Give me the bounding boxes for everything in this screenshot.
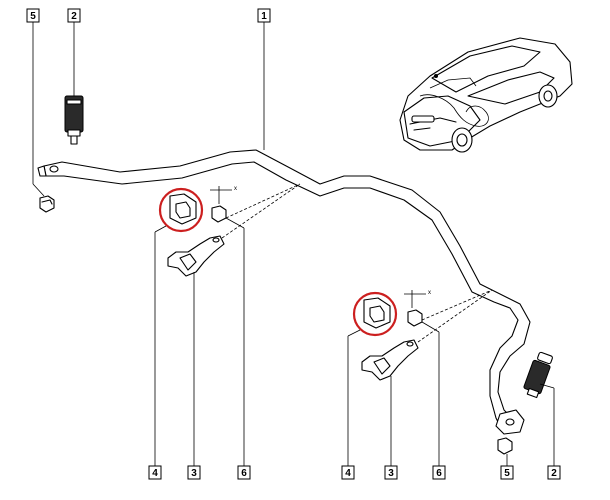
callout-6-left: 6 (237, 465, 251, 480)
callout-3-left: 3 (187, 465, 201, 480)
link-rod-bottom (523, 351, 555, 466)
callout-4-left: 4 (148, 465, 162, 480)
callout-5-bottom: 5 (500, 465, 514, 480)
callout-6-right: 6 (432, 465, 446, 480)
bushing-assembly-left (154, 187, 204, 466)
svg-text:4: 4 (152, 468, 158, 479)
stabilizer-bar (37, 149, 531, 435)
callout-1: 1 (257, 8, 271, 150)
nut-right: x (404, 290, 440, 466)
callout-4-right: 4 (341, 465, 355, 480)
clamp-right (361, 339, 419, 466)
bushing-assembly-right (347, 291, 398, 466)
nut-bottom (497, 437, 513, 466)
callout-3-right: 3 (384, 465, 398, 480)
svg-text:3: 3 (191, 468, 197, 479)
callout-5-top: 5 (26, 8, 40, 23)
axis-label-right: x (428, 290, 431, 296)
svg-text:2: 2 (71, 11, 77, 22)
svg-text:6: 6 (241, 468, 247, 479)
nut-left: x (210, 186, 245, 466)
link-rod-top (64, 22, 84, 145)
axis-label-left: x (234, 186, 237, 192)
svg-text:4: 4 (345, 468, 351, 479)
callout-2-top: 2 (67, 8, 81, 23)
svg-text:3: 3 (388, 468, 394, 479)
svg-text:2: 2 (551, 468, 557, 479)
car-illustration (399, 37, 573, 153)
svg-text:5: 5 (30, 11, 36, 22)
svg-text:5: 5 (504, 468, 510, 479)
callout-2-bottom: 2 (547, 465, 561, 480)
clamp-left (167, 235, 225, 466)
svg-text:6: 6 (436, 468, 442, 479)
svg-text:1: 1 (261, 11, 267, 22)
nut-top (32, 22, 55, 213)
